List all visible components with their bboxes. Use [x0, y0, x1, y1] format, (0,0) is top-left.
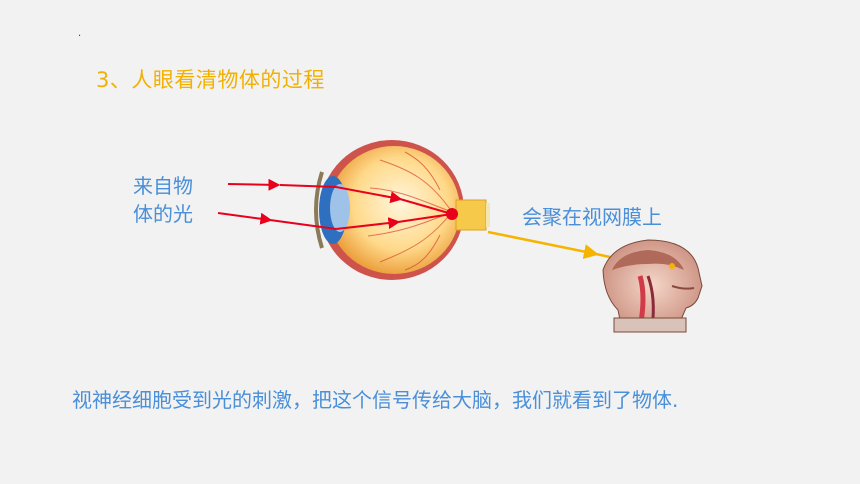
nerve-signal-arrow: [487, 230, 599, 259]
slide-marker: .: [78, 28, 82, 39]
head-brain-cross-section-illustration: [602, 239, 703, 333]
incoming-light-rays: [217, 178, 453, 230]
light-label-line-2: 体的光: [133, 202, 193, 226]
incoming-light-label: 来自物 体的光: [133, 172, 193, 228]
light-label-line-1: 来自物: [133, 174, 193, 198]
eye-cross-section-illustration: [314, 140, 490, 280]
retina-focus-label: 会聚在视网膜上: [522, 205, 662, 229]
slide-title: 3、人眼看清物体的过程: [96, 68, 325, 92]
process-caption: 视神经细胞受到光的刺激，把这个信号传给大脑，我们就看到了物体.: [72, 388, 679, 412]
